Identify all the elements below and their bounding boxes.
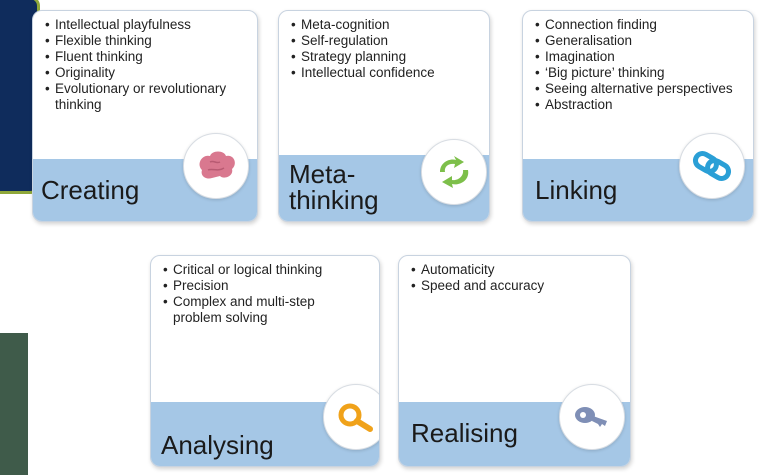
card-realising-list: Automaticity Speed and accuracy [399, 256, 630, 294]
list-item: Originality [45, 65, 249, 81]
list-item: Imagination [535, 49, 745, 65]
list-item: Self-regulation [291, 33, 481, 49]
list-item: Intellectual playfulness [45, 17, 249, 33]
title-line: thinking [289, 185, 379, 215]
list-item: Abstraction [535, 97, 745, 113]
magnifier-icon [323, 384, 379, 450]
card-creating: Intellectual playfulness Flexible thinki… [32, 10, 258, 222]
list-item: Seeing alternative perspectives [535, 81, 745, 97]
list-item: Precision [163, 278, 339, 294]
card-meta-thinking: Meta-cognition Self-regulation Strategy … [278, 10, 490, 222]
list-item: Meta-cognition [291, 17, 481, 33]
card-realising: Automaticity Speed and accuracy Realisin… [398, 255, 631, 467]
card-meta-thinking-title: Meta- thinking [289, 161, 379, 213]
list-item: Evolutionary or revolutionary thinking [45, 81, 249, 113]
card-realising-title: Realising [411, 418, 518, 448]
card-linking-list: Connection finding Generalisation Imagin… [523, 11, 753, 113]
list-item: Connection finding [535, 17, 745, 33]
list-item: Intellectual confidence [291, 65, 481, 81]
chain-link-icon [679, 133, 745, 199]
card-analysing-list: Critical or logical thinking Precision C… [151, 256, 379, 326]
list-item: Generalisation [535, 33, 745, 49]
card-linking: Connection finding Generalisation Imagin… [522, 10, 754, 222]
list-item: Automaticity [411, 262, 622, 278]
background-slide-panel-lower [0, 333, 28, 475]
card-linking-title: Linking [535, 175, 618, 205]
list-item: Complex and multi-step problem solving [163, 294, 339, 326]
card-analysing-title: Analysing [161, 430, 274, 460]
recycle-icon [421, 139, 487, 205]
list-item: Speed and accuracy [411, 278, 622, 294]
card-analysing: Critical or logical thinking Precision C… [150, 255, 380, 467]
title-line: Meta- [289, 159, 356, 189]
list-item: Flexible thinking [45, 33, 249, 49]
brain-icon [183, 133, 249, 199]
card-creating-list: Intellectual playfulness Flexible thinki… [33, 11, 257, 113]
card-meta-thinking-list: Meta-cognition Self-regulation Strategy … [279, 11, 489, 81]
list-item: Fluent thinking [45, 49, 249, 65]
key-icon [559, 384, 625, 450]
list-item: Strategy planning [291, 49, 481, 65]
list-item: ‘Big picture’ thinking [535, 65, 745, 81]
list-item: Critical or logical thinking [163, 262, 339, 278]
card-creating-title: Creating [41, 175, 140, 205]
